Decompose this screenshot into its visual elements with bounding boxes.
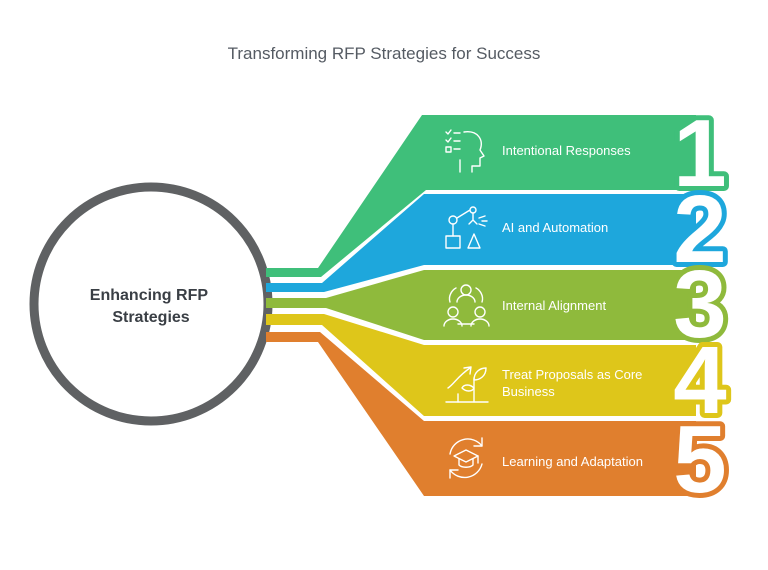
strategy-1-label: Intentional Responses [502,143,631,158]
number-3: 3 [673,251,726,358]
number-1: 1 [673,100,726,207]
number-2: 2 [673,176,726,283]
strategy-2-label-line-1: AI and Automation [502,220,608,235]
checklist-head-icon [445,129,485,173]
strategy-5-label: Learning and Adaptation [502,454,643,469]
team-alignment-icon [443,284,490,327]
band-1-shape [266,115,696,277]
hub-label-line-1: Enhancing RFP [90,287,209,304]
diagram-title: Transforming RFP Strategies for Success [227,44,541,63]
band-4-shape [266,314,696,416]
strategy-4-label-line-1: Treat Proposals as Core [502,367,642,382]
robot-arm-icon [445,206,488,249]
band-5-shape [266,332,696,496]
strategy-4-label: Treat Proposals as Core Business [502,367,646,399]
number-5: 5 [673,406,726,513]
strategy-4-label-line-2: Business [502,384,555,399]
hub-label-line-2: Strategies [112,309,189,326]
strategy-2-label: AI and Automation [502,220,608,235]
band-3-shape [266,270,696,340]
strategy-3-label: Internal Alignment [502,298,606,313]
number-4: 4 [673,327,726,434]
strategy-5-label-line-1: Learning and Adaptation [502,454,643,469]
hub-label: Enhancing RFP Strategies [90,287,212,326]
strategy-3-label-line-1: Internal Alignment [502,298,606,313]
band-2-shape [266,194,696,292]
hub-circle [29,182,273,426]
strategy-bands [266,115,696,496]
strategy-1-label-line-1: Intentional Responses [502,143,631,158]
graduation-cap-cycle-icon [449,437,483,479]
growth-chart-icon [445,366,489,403]
